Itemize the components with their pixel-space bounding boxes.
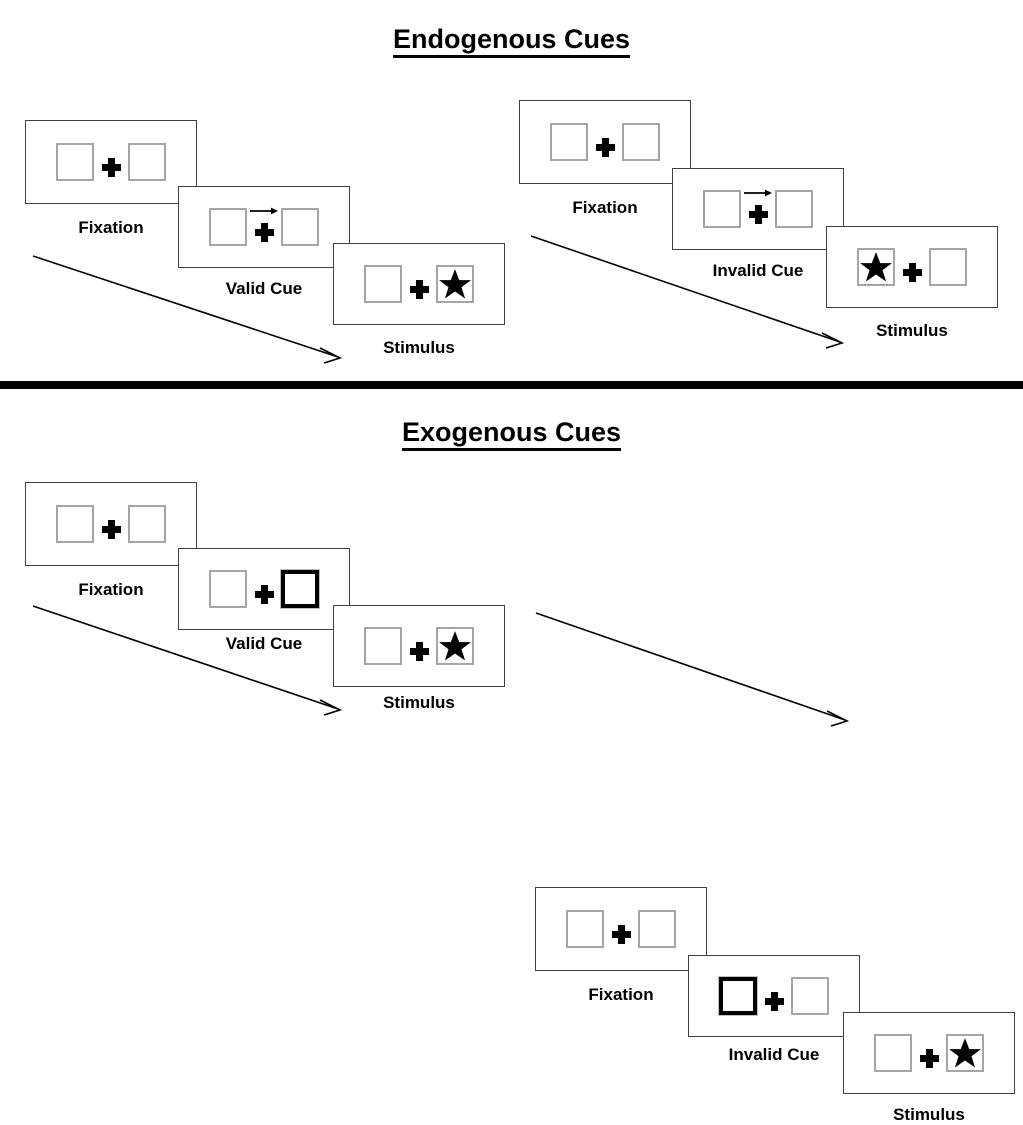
- placeholder-box-left: [56, 143, 94, 181]
- caption-fixation: Fixation: [78, 218, 144, 237]
- placeholder-box-right: [638, 910, 676, 948]
- panel-valid-cue[interactable]: [178, 186, 350, 268]
- diagonal-time-arrow-icon: [535, 612, 850, 727]
- arrow-right-icon: [744, 189, 772, 196]
- placeholder-box-left: [209, 208, 247, 246]
- placeholder-box-left: [209, 570, 247, 608]
- cued-box-right: [280, 569, 320, 609]
- panel-stimulus[interactable]: [826, 226, 998, 308]
- fixation-plus-icon: [402, 280, 436, 299]
- placeholder-box-right: [436, 627, 474, 665]
- section-title-exogenous-text: Exogenous Cues: [401, 417, 622, 452]
- panel-fixation[interactable]: [25, 120, 197, 204]
- arrow-right-icon: [250, 207, 278, 214]
- placeholder-box-right: [946, 1034, 984, 1072]
- target-star-icon: [438, 629, 472, 663]
- display-content: [703, 189, 813, 228]
- caption-valid-cue: Valid Cue: [225, 634, 303, 653]
- panel-invalid-cue[interactable]: [688, 955, 860, 1037]
- panel-fixation[interactable]: [535, 887, 707, 971]
- fixation-plus-icon: [94, 158, 128, 177]
- caption-fixation: Fixation: [78, 580, 144, 599]
- panel-stimulus[interactable]: [843, 1012, 1015, 1094]
- panel-stimulus[interactable]: [333, 243, 505, 325]
- fixation-plus-icon: [912, 1049, 946, 1068]
- display-content: [56, 505, 166, 543]
- fixation-plus-icon: [588, 138, 622, 157]
- placeholder-box-left: [857, 248, 895, 286]
- placeholder-box-left: [364, 265, 402, 303]
- caption-stimulus: Stimulus: [383, 338, 455, 357]
- caption-invalid-cue: Invalid Cue: [712, 261, 804, 280]
- placeholder-box-right: [791, 977, 829, 1015]
- fixation-plus-icon: [247, 207, 281, 242]
- panel-valid-cue[interactable]: [178, 548, 350, 630]
- panel-fixation[interactable]: [25, 482, 197, 566]
- panel-invalid-cue[interactable]: [672, 168, 844, 250]
- placeholder-box-right: [929, 248, 967, 286]
- fixation-plus-icon: [895, 263, 929, 282]
- target-star-icon: [438, 267, 472, 301]
- section-divider: [0, 381, 1023, 389]
- target-star-icon: [859, 250, 893, 284]
- caption-stimulus: Stimulus: [876, 321, 948, 340]
- section-title-exogenous: Exogenous Cues: [0, 417, 1023, 452]
- section-exogenous-cues: Exogenous Cues Fixation Valid Cue: [0, 392, 1023, 1124]
- panel-stimulus[interactable]: [333, 605, 505, 687]
- placeholder-box-left: [364, 627, 402, 665]
- display-content: [566, 910, 676, 948]
- display-content: [364, 265, 474, 303]
- caption-stimulus: Stimulus: [893, 1105, 965, 1124]
- caption-valid-cue: Valid Cue: [225, 279, 303, 298]
- section-endogenous-cues: Endogenous Cues Fixation: [0, 0, 1023, 384]
- placeholder-box-left: [703, 190, 741, 228]
- fixation-plus-icon: [402, 642, 436, 661]
- fixation-plus-icon: [604, 925, 638, 944]
- placeholder-box-right: [622, 123, 660, 161]
- placeholder-box-right: [128, 505, 166, 543]
- placeholder-box-right: [436, 265, 474, 303]
- display-content: [550, 123, 660, 161]
- display-content: [874, 1034, 984, 1072]
- section-title-endogenous-text: Endogenous Cues: [392, 24, 630, 59]
- placeholder-box-left: [874, 1034, 912, 1072]
- display-content: [56, 143, 166, 181]
- caption-invalid-cue: Invalid Cue: [728, 1045, 820, 1064]
- placeholder-box-right: [128, 143, 166, 181]
- placeholder-box-left: [566, 910, 604, 948]
- fixation-plus-icon: [94, 520, 128, 539]
- caption-fixation: Fixation: [588, 985, 654, 1004]
- placeholder-box-right: [281, 208, 319, 246]
- display-content: [857, 248, 967, 286]
- display-content: [209, 569, 320, 609]
- placeholder-box-right: [775, 190, 813, 228]
- display-content: [718, 976, 829, 1016]
- target-star-icon: [948, 1036, 982, 1070]
- caption-stimulus: Stimulus: [383, 693, 455, 712]
- section-title-endogenous: Endogenous Cues: [0, 24, 1023, 59]
- fixation-plus-icon: [741, 189, 775, 224]
- fixation-plus-icon: [247, 585, 281, 604]
- display-content: [364, 627, 474, 665]
- placeholder-box-left: [56, 505, 94, 543]
- panel-fixation[interactable]: [519, 100, 691, 184]
- fixation-plus-icon: [757, 992, 791, 1011]
- placeholder-box-left: [550, 123, 588, 161]
- cued-box-left: [718, 976, 758, 1016]
- display-content: [209, 207, 319, 246]
- caption-fixation: Fixation: [572, 198, 638, 217]
